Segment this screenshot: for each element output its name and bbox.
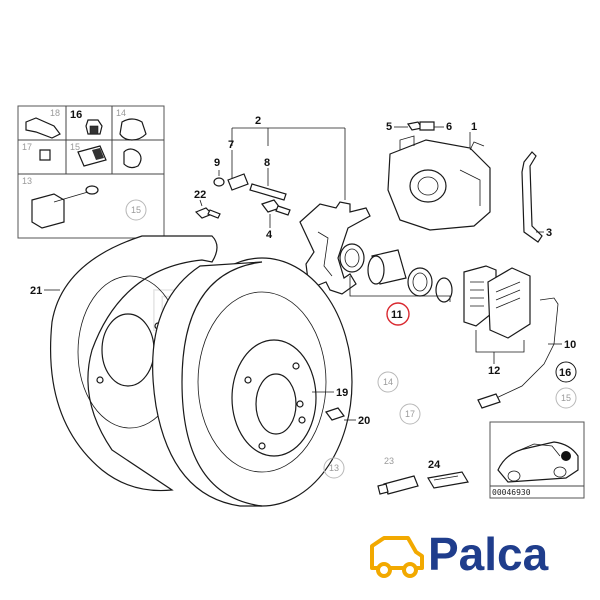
dust-shield-hub-hole [101,313,155,387]
palca-logo: Palca [370,528,549,580]
callout-21: 21 [30,285,42,297]
callout-11-highlight-circle [386,302,410,326]
grey-circle-17-label: 17 [405,409,415,419]
callout-19: 19 [336,387,348,399]
circle-16-label: 16 [559,367,571,379]
dust-boot-shape [339,243,365,273]
brake-pads [463,265,531,339]
wear-sensor-plug [477,393,501,409]
callout-5: 5 [386,121,392,133]
grey-circle-13-label: 13 [329,463,339,473]
grey-circle-15-right [555,387,577,409]
bolt-22-shank [207,209,221,219]
callout-9: 9 [214,157,220,169]
callout-12: 12 [488,365,500,377]
cap-6-shape [419,121,435,131]
grey-circle-15 [125,199,147,221]
inset-label-13: 13 [22,176,32,186]
callout-3: 3 [546,227,552,239]
callout-10: 10 [564,339,576,351]
seal-ring-shape [407,267,433,297]
nut-9-shape [213,177,225,187]
car-location-marker [561,451,571,461]
small-parts-inset: 18 16 14 17 15 13 [17,105,165,239]
dust-shield [49,235,218,492]
callout-2: 2 [255,115,261,127]
clip-middle-shape [123,148,142,169]
callout-22: 22 [194,189,206,201]
callout-7: 7 [228,139,234,151]
grey-circle-17 [399,403,421,425]
callout-1: 1 [471,121,477,133]
grey-circle-15-right-label: 15 [561,393,571,403]
caliper-piston-bore [409,169,447,203]
grey-circle-13 [323,457,345,479]
sensor-13-eyelet [85,185,99,195]
grey-circle-15-label: 15 [131,205,141,215]
brake-disc [152,257,353,507]
callout-2-bracket: 2 [231,115,346,200]
callout-8: 8 [264,157,270,169]
bolt-4-shank [275,205,291,216]
car-inset-ref-code: 00046930 [492,488,531,497]
callout-6: 6 [446,121,452,133]
piston-seal-kit [339,243,453,303]
clip-18-shape [25,117,61,139]
sensor-13-shape [31,193,65,229]
screw-20-shape [325,407,345,421]
logo-text: Palca [428,528,549,580]
grey-circle-14-label: 14 [383,377,393,387]
guide-pin-8-shape [249,183,287,201]
vehicle-location-inset: 00046930 [489,421,585,499]
caliper-housing [387,135,491,231]
sleeve-7-shape [227,173,249,191]
grey-circle-14 [377,371,399,393]
inset-label-17: 17 [22,142,32,152]
inset-label-18: 18 [50,108,60,118]
callout-4: 4 [266,229,273,241]
callout-20: 20 [358,415,370,427]
grease-tube-23-shape [383,475,419,495]
brake-disc-center-bore [255,373,297,435]
inset-label-16: 16 [70,109,82,121]
truck-icon [370,536,424,570]
clip-14-shape [119,118,147,141]
inset-label-15: 15 [70,142,80,152]
callout-23: 23 [384,456,394,466]
circle-16 [555,361,577,383]
spring-clip-3-shape [521,151,543,243]
inset-label-14: 14 [116,108,126,118]
callout-24: 24 [428,459,441,471]
callout-11: 11 [391,309,403,321]
cap-17-shape [39,149,51,161]
